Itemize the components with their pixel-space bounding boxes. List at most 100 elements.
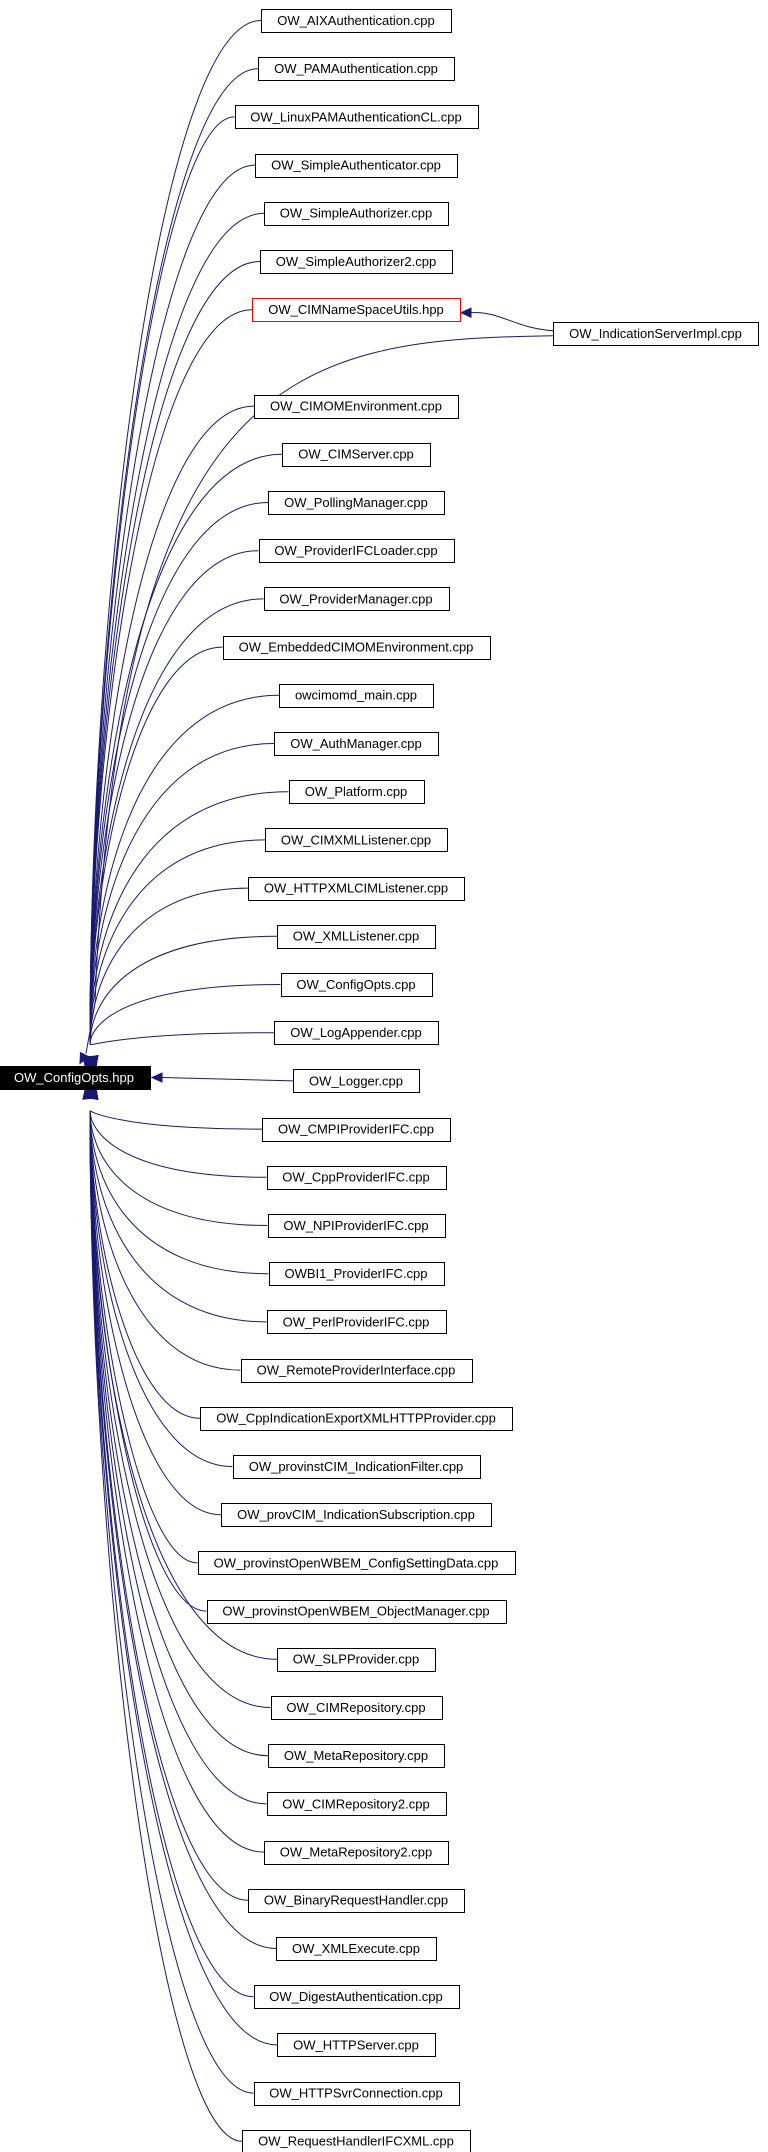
includer-node-10[interactable]: OW_ProviderIFCLoader.cpp	[259, 539, 455, 563]
node-label: OW_ConfigOpts.cpp	[296, 977, 415, 992]
includer-node-38[interactable]: OW_BinaryRequestHandler.cpp	[248, 1889, 465, 1913]
node-label: OW_XMLExecute.cpp	[292, 1941, 420, 1956]
node-label: OW_CIMServer.cpp	[298, 447, 414, 462]
includer-node-34[interactable]: OW_CIMRepository.cpp	[271, 1696, 443, 1720]
includer-node-30[interactable]: OW_provCIM_IndicationSubscription.cpp	[221, 1503, 492, 1527]
includer-node-3[interactable]: OW_SimpleAuthenticator.cpp	[255, 154, 458, 178]
includer-node-0[interactable]: OW_AIXAuthentication.cpp	[261, 9, 452, 33]
includer-node-14[interactable]: OW_AuthManager.cpp	[274, 732, 439, 756]
includer-node-20[interactable]: OW_LogAppender.cpp	[274, 1021, 439, 1045]
includer-node-18[interactable]: OW_XMLListener.cpp	[277, 925, 436, 949]
node-box	[235, 105, 479, 129]
edge-12	[89, 646, 223, 1045]
includer-node-24[interactable]: OW_NPIProviderIFC.cpp	[268, 1214, 446, 1238]
node-box	[293, 1069, 420, 1093]
includer-node-42[interactable]: OW_HTTPSvrConnection.cpp	[254, 2082, 460, 2106]
includer-node-16[interactable]: OW_CIMXMLListener.cpp	[265, 828, 448, 852]
includer-node-4[interactable]: OW_SimpleAuthorizer.cpp	[264, 202, 449, 226]
node-box	[269, 1262, 445, 1286]
node-box	[281, 973, 433, 997]
node-box	[268, 1214, 446, 1238]
node-label: OW_PAMAuthentication.cpp	[274, 61, 438, 76]
includer-node-32[interactable]: OW_provinstOpenWBEM_ObjectManager.cpp	[207, 1600, 507, 1624]
node-box	[223, 636, 491, 660]
node-label: OW_CIMNameSpaceUtils.hpp	[268, 302, 444, 317]
includer-node-9[interactable]: OW_PollingManager.cpp	[268, 491, 445, 515]
includer-node-25[interactable]: OWBI1_ProviderIFC.cpp	[269, 1262, 445, 1286]
includer-node-8[interactable]: OW_CIMServer.cpp	[282, 443, 431, 467]
node-box	[233, 1455, 481, 1479]
node-label: OW_CIMRepository.cpp	[286, 1700, 425, 1715]
node-box	[264, 587, 450, 611]
includer-node-12[interactable]: OW_EmbeddedCIMOMEnvironment.cpp	[223, 636, 491, 660]
includer-node-37[interactable]: OW_MetaRepository2.cpp	[264, 1841, 449, 1865]
includer-node-41[interactable]: OW_HTTPServer.cpp	[277, 2033, 436, 2057]
includer-node-2[interactable]: OW_LinuxPAMAuthenticationCL.cpp	[235, 105, 479, 129]
edge-39	[89, 1110, 277, 1949]
includer-node-40[interactable]: OW_DigestAuthentication.cpp	[254, 1985, 460, 2009]
edge-13	[89, 694, 280, 1045]
edge-21	[161, 1077, 294, 1082]
edge-30	[89, 1110, 222, 1516]
includer-node-22[interactable]: OW_CMPIProviderIFC.cpp	[262, 1118, 451, 1142]
node-box	[221, 1503, 492, 1527]
arrowhead-indirect-to-red	[459, 307, 472, 318]
node-box	[277, 925, 436, 949]
includer-node-39[interactable]: OW_XMLExecute.cpp	[276, 1937, 437, 1961]
node-label: OW_HTTPServer.cpp	[293, 2037, 419, 2052]
root-node[interactable]: OW_ConfigOpts.hpp	[0, 1066, 151, 1090]
node-box	[267, 1166, 447, 1190]
includer-node-1[interactable]: OW_PAMAuthentication.cpp	[258, 57, 455, 81]
edge-14	[89, 743, 275, 1045]
includer-node-21[interactable]: OW_Logger.cpp	[293, 1069, 420, 1093]
node-label: OW_CIMOMEnvironment.cpp	[270, 399, 442, 414]
includer-node-15[interactable]: OW_Platform.cpp	[289, 780, 425, 804]
edge-18	[89, 935, 278, 1045]
includer-node-31[interactable]: OW_provinstOpenWBEM_ConfigSettingData.cp…	[198, 1551, 516, 1575]
includer-node-36[interactable]: OW_CIMRepository2.cpp	[267, 1792, 447, 1816]
includer-node-33[interactable]: OW_SLPProvider.cpp	[277, 1648, 436, 1672]
includer-node-11[interactable]: OW_ProviderManager.cpp	[264, 587, 450, 611]
node-label: OW_PerlProviderIFC.cpp	[283, 1314, 430, 1329]
includer-node-27[interactable]: OW_RemoteProviderInterface.cpp	[241, 1359, 473, 1383]
includer-node-19[interactable]: OW_ConfigOpts.cpp	[281, 973, 433, 997]
node-box	[258, 57, 455, 81]
node-label: OW_ProviderManager.cpp	[279, 591, 432, 606]
includer-node-43[interactable]: OW_RequestHandlerIFCXML.cpp	[242, 2130, 471, 2152]
includer-node-29[interactable]: OW_provinstCIM_IndicationFilter.cpp	[233, 1455, 481, 1479]
includer-node-5[interactable]: OW_SimpleAuthorizer2.cpp	[260, 250, 453, 274]
indirect-node[interactable]: OW_IndicationServerImpl.cpp	[553, 322, 759, 346]
arrowhead-21	[150, 1072, 163, 1083]
node-label: OW_ConfigOpts.hpp	[14, 1070, 134, 1085]
node-label: OW_CMPIProviderIFC.cpp	[278, 1122, 434, 1137]
node-label: OW_HTTPSvrConnection.cpp	[269, 2086, 442, 2101]
node-box	[267, 1792, 447, 1816]
edge-10	[89, 550, 259, 1045]
includer-node-28[interactable]: OW_CppIndicationExportXMLHTTPProvider.cp…	[200, 1407, 513, 1431]
node-box	[268, 491, 445, 515]
includer-node-26[interactable]: OW_PerlProviderIFC.cpp	[267, 1310, 447, 1334]
node-label: OW_CIMRepository2.cpp	[282, 1796, 429, 1811]
node-label: OW_RemoteProviderInterface.cpp	[257, 1363, 456, 1378]
includer-node-7[interactable]: OW_CIMOMEnvironment.cpp	[254, 395, 459, 419]
includer-node-17[interactable]: OW_HTTPXMLCIMListener.cpp	[248, 877, 465, 901]
node-box	[276, 1937, 437, 1961]
node-label: OW_provinstOpenWBEM_ConfigSettingData.cp…	[214, 1555, 499, 1570]
includer-node-23[interactable]: OW_CppProviderIFC.cpp	[267, 1166, 447, 1190]
edge-29	[89, 1110, 233, 1467]
includer-node-13[interactable]: owcimomd_main.cpp	[279, 684, 434, 708]
node-label: OW_LinuxPAMAuthenticationCL.cpp	[250, 109, 461, 124]
edge-16	[89, 839, 266, 1045]
node-label: OW_CppIndicationExportXMLHTTPProvider.cp…	[216, 1411, 496, 1426]
edge-35	[89, 1110, 269, 1757]
arrowhead-43	[88, 1087, 99, 1101]
node-label: OW_RequestHandlerIFCXML.cpp	[258, 2134, 454, 2149]
node-box	[277, 2033, 436, 2057]
edge-24	[89, 1110, 268, 1226]
node-label: OW_CIMXMLListener.cpp	[281, 832, 431, 847]
node-label: OW_BinaryRequestHandler.cpp	[264, 1893, 448, 1908]
node-box	[254, 395, 459, 419]
includer-node-35[interactable]: OW_MetaRepository.cpp	[268, 1744, 445, 1768]
includer-node-6[interactable]: OW_CIMNameSpaceUtils.hpp	[252, 298, 461, 322]
node-box	[265, 828, 448, 852]
